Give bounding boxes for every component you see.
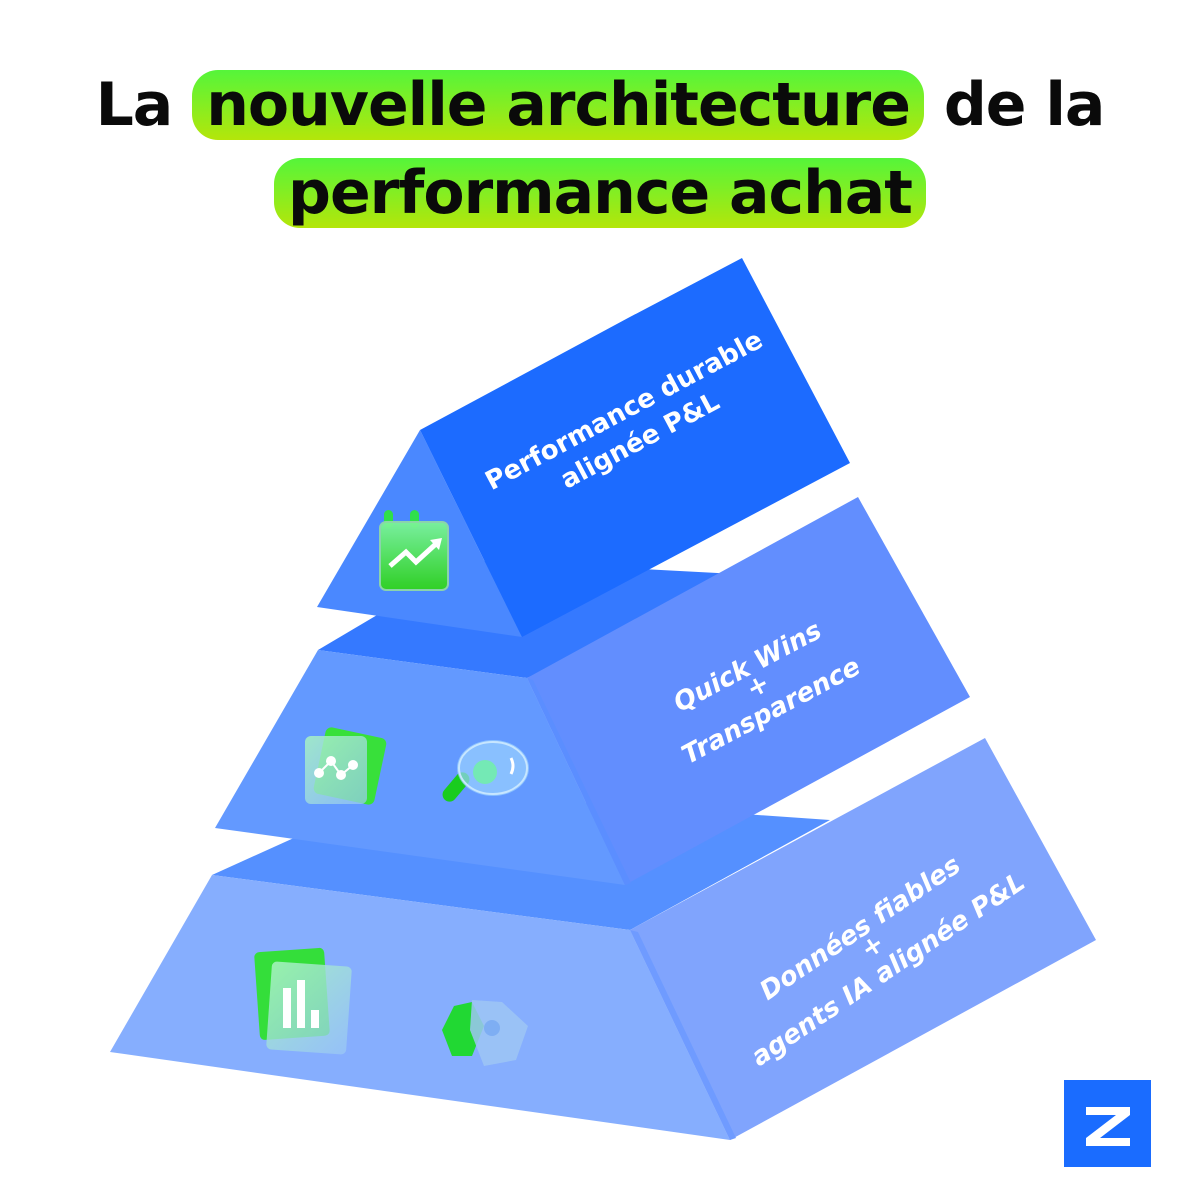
title-highlight-2: performance achat xyxy=(274,158,926,228)
calendar-growth-icon xyxy=(379,510,449,591)
middle-edge xyxy=(527,678,631,885)
line-chart-card-icon xyxy=(305,727,387,805)
bottom-side-face xyxy=(630,738,1096,1140)
bottom-edge xyxy=(630,930,736,1140)
bottom-front-face xyxy=(110,875,730,1140)
bar-chart-card-icon xyxy=(254,947,352,1055)
title-line-1: La nouvelle architecture de la xyxy=(0,70,1200,140)
hexagon-nut-icon xyxy=(442,1000,528,1066)
middle-front-face xyxy=(215,650,625,885)
title-line-2: performance achat xyxy=(0,158,1200,228)
pyramid-level-middle xyxy=(215,497,970,885)
title-highlight-1: nouvelle architecture xyxy=(192,70,924,140)
magnifier-icon xyxy=(442,740,529,802)
title-suffix: de la xyxy=(943,70,1106,140)
top-side-face xyxy=(420,258,850,637)
z-logo-icon xyxy=(1086,1107,1130,1146)
brand-logo xyxy=(1064,1080,1151,1167)
title-prefix: La xyxy=(95,70,174,140)
middle-side-face xyxy=(527,497,970,885)
